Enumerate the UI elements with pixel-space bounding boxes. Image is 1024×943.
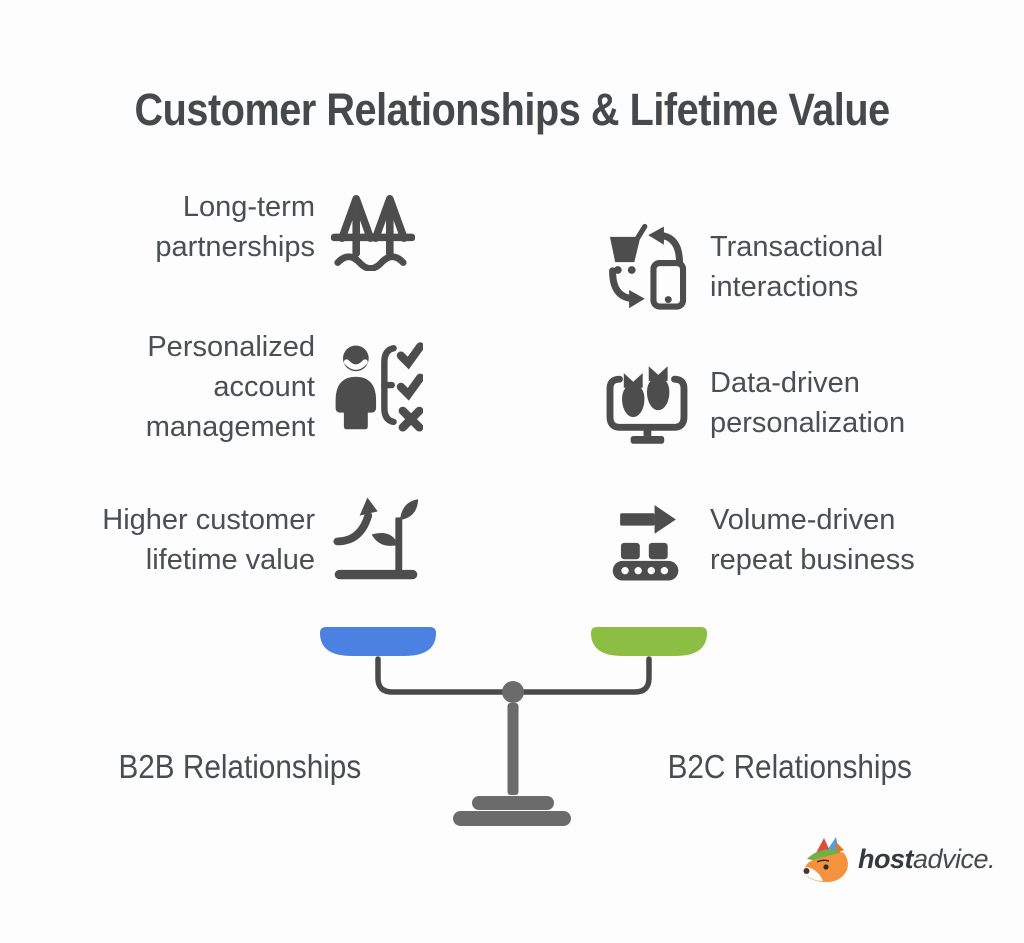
- growth-sprout-icon: [333, 495, 419, 581]
- label-volume-driven-repeat-business: Volume-driven repeat business: [710, 504, 915, 576]
- conveyor-belt-icon: [607, 501, 689, 583]
- b2c-relationships-label: B2C Relationships: [667, 748, 913, 785]
- label-data-driven-personalization: Data-driven personalization: [710, 367, 906, 439]
- b2b-scale-pan: [320, 627, 436, 656]
- monitor-data-icon: [604, 362, 690, 448]
- scale-stand: [453, 681, 571, 826]
- cart-phone-arrows-icon: [603, 223, 690, 310]
- logo-wordmark: hostadvice.: [858, 843, 996, 874]
- bridge-icon: [331, 187, 415, 271]
- label-higher-customer-lifetime-value: Higher customer lifetime value: [102, 504, 315, 576]
- balance-scale: [280, 615, 740, 830]
- hostadvice-logo: hostadvice.: [803, 836, 996, 882]
- fox-mascot-icon: [803, 836, 851, 882]
- label-long-term-partnerships: Long-term partnerships: [155, 191, 315, 263]
- b2b-relationships-label: B2B Relationships: [118, 748, 362, 785]
- b2c-scale-pan: [591, 627, 707, 656]
- label-transactional-interactions: Transactional interactions: [710, 231, 884, 303]
- page-title: Customer Relationships & Lifetime Value: [134, 84, 890, 135]
- person-checklist-icon: [331, 340, 423, 432]
- label-personalized-account-management: Personalized account management: [145, 331, 315, 443]
